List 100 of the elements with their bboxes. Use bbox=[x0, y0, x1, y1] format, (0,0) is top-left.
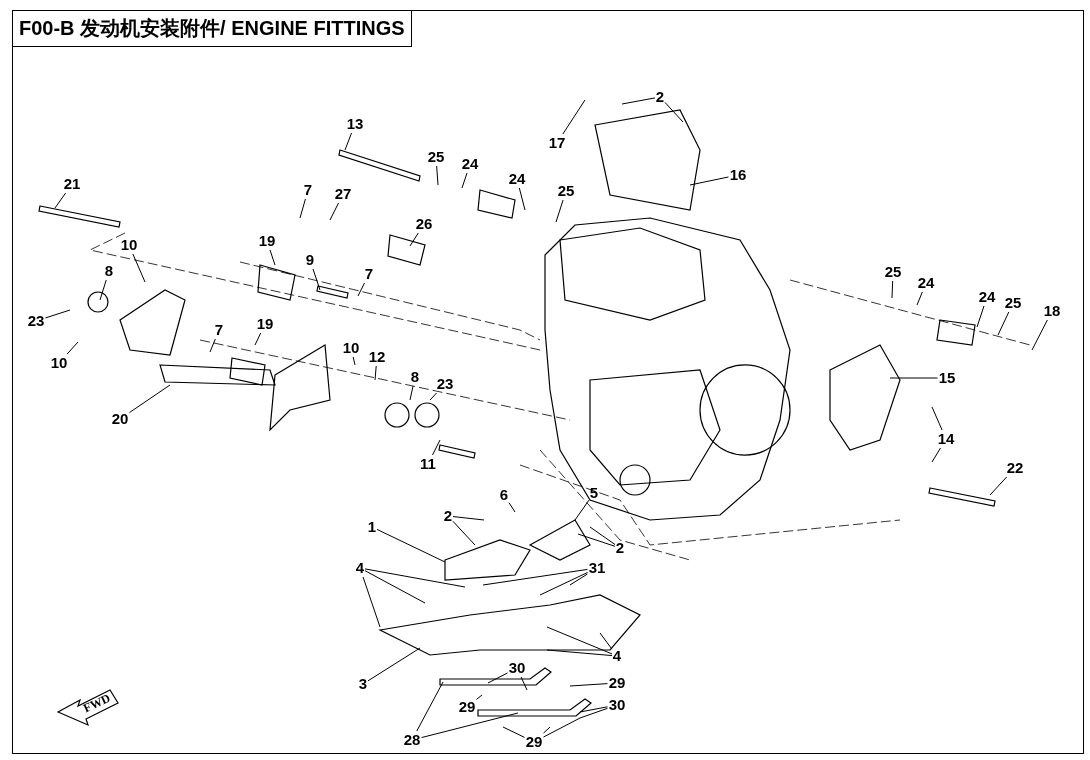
callout-number: 25 bbox=[557, 183, 575, 199]
leader-line bbox=[299, 198, 306, 219]
leader-line bbox=[546, 649, 613, 657]
leader-line bbox=[508, 502, 516, 513]
leader-line bbox=[461, 172, 468, 189]
leader-line bbox=[562, 99, 586, 135]
leader-line bbox=[931, 406, 943, 431]
callout-number: 28 bbox=[403, 732, 421, 748]
callout-number: 29 bbox=[608, 675, 626, 691]
leader-line bbox=[976, 305, 985, 328]
leader-line bbox=[66, 341, 79, 355]
leader-line bbox=[487, 672, 508, 684]
callout-number: 24 bbox=[461, 156, 479, 172]
leader-line bbox=[518, 187, 526, 211]
callout-number: 25 bbox=[427, 149, 445, 165]
leader-line bbox=[476, 694, 483, 700]
callout-number: 23 bbox=[27, 313, 45, 329]
callout-number: 24 bbox=[508, 171, 526, 187]
leader-line bbox=[543, 717, 581, 738]
leader-line bbox=[916, 291, 923, 306]
leader-line bbox=[254, 332, 262, 346]
leader-line bbox=[364, 568, 466, 588]
leader-line bbox=[589, 526, 616, 545]
leader-line bbox=[689, 176, 729, 186]
callout-number: 4 bbox=[612, 648, 622, 664]
callout-number: 25 bbox=[884, 264, 902, 280]
leader-line bbox=[421, 712, 519, 739]
leader-line bbox=[54, 192, 67, 209]
callout-number: 19 bbox=[258, 233, 276, 249]
leader-line bbox=[269, 249, 276, 266]
leader-line bbox=[555, 199, 564, 223]
callout-number: 29 bbox=[458, 699, 476, 715]
callout-number: 30 bbox=[608, 697, 626, 713]
leader-line bbox=[409, 232, 419, 247]
leader-line bbox=[482, 568, 588, 586]
callout-number: 1 bbox=[367, 519, 377, 535]
leader-line bbox=[569, 573, 588, 586]
leader-line bbox=[432, 439, 441, 456]
leader-line bbox=[599, 632, 613, 650]
callout-number: 11 bbox=[420, 456, 436, 472]
callout-number: 22 bbox=[1006, 460, 1024, 476]
leader-line bbox=[374, 365, 377, 381]
callout-number: 5 bbox=[589, 485, 599, 501]
callout-number: 13 bbox=[346, 116, 364, 132]
leader-line bbox=[543, 726, 551, 734]
callout-number: 7 bbox=[364, 266, 374, 282]
direction-label: FWD bbox=[81, 690, 113, 717]
callout-number: 12 bbox=[368, 349, 386, 365]
callout-number: 2 bbox=[443, 508, 453, 524]
leader-line bbox=[621, 97, 656, 105]
callout-number: 24 bbox=[978, 289, 996, 305]
callout-number: 3 bbox=[358, 676, 368, 692]
leader-line bbox=[329, 202, 339, 221]
callout-number: 21 bbox=[63, 176, 81, 192]
callout-number: 24 bbox=[917, 275, 935, 291]
callout-number: 18 bbox=[1043, 303, 1061, 319]
callout-number: 26 bbox=[415, 216, 433, 232]
leader-line bbox=[452, 520, 476, 546]
leader-line bbox=[362, 576, 381, 628]
leader-line bbox=[436, 165, 439, 186]
callout-number: 2 bbox=[615, 540, 625, 556]
leader-line bbox=[889, 377, 938, 379]
diagram-title: F00-B 发动机安装附件/ ENGINE FITTINGS bbox=[12, 10, 412, 47]
callout-number: 8 bbox=[104, 263, 114, 279]
leader-line bbox=[502, 726, 525, 738]
callout-number: 9 bbox=[305, 252, 315, 268]
callout-number: 10 bbox=[120, 237, 138, 253]
leader-line bbox=[891, 280, 894, 299]
callout-number: 4 bbox=[355, 560, 365, 576]
callout-number: 15 bbox=[938, 370, 956, 386]
leader-line bbox=[364, 570, 426, 604]
callout-number: 19 bbox=[256, 316, 274, 332]
leader-line bbox=[357, 282, 365, 297]
callout-number: 23 bbox=[436, 376, 454, 392]
callout-number: 20 bbox=[111, 411, 129, 427]
leader-line bbox=[452, 516, 485, 521]
callout-number: 30 bbox=[508, 660, 526, 676]
leader-line bbox=[579, 707, 608, 719]
leader-line bbox=[352, 356, 356, 366]
callout-number: 14 bbox=[937, 431, 955, 447]
leader-line bbox=[367, 647, 421, 682]
callout-number: 27 bbox=[334, 186, 352, 202]
leader-line bbox=[546, 626, 613, 655]
leader-line bbox=[569, 683, 608, 687]
leader-line bbox=[376, 528, 446, 563]
callout-number: 6 bbox=[499, 487, 509, 503]
callout-number: 31 bbox=[588, 560, 606, 576]
callout-number: 8 bbox=[410, 369, 420, 385]
leader-line bbox=[989, 476, 1008, 496]
leader-line bbox=[129, 384, 171, 414]
leader-line bbox=[931, 447, 941, 463]
callout-number: 10 bbox=[342, 340, 360, 356]
leader-line bbox=[1031, 319, 1048, 351]
leader-line bbox=[997, 311, 1010, 336]
leader-line bbox=[574, 499, 590, 521]
callout-number: 25 bbox=[1004, 295, 1022, 311]
leader-line bbox=[664, 101, 684, 123]
leader-line bbox=[209, 338, 216, 353]
leader-line bbox=[312, 268, 321, 291]
leader-line bbox=[429, 392, 438, 401]
